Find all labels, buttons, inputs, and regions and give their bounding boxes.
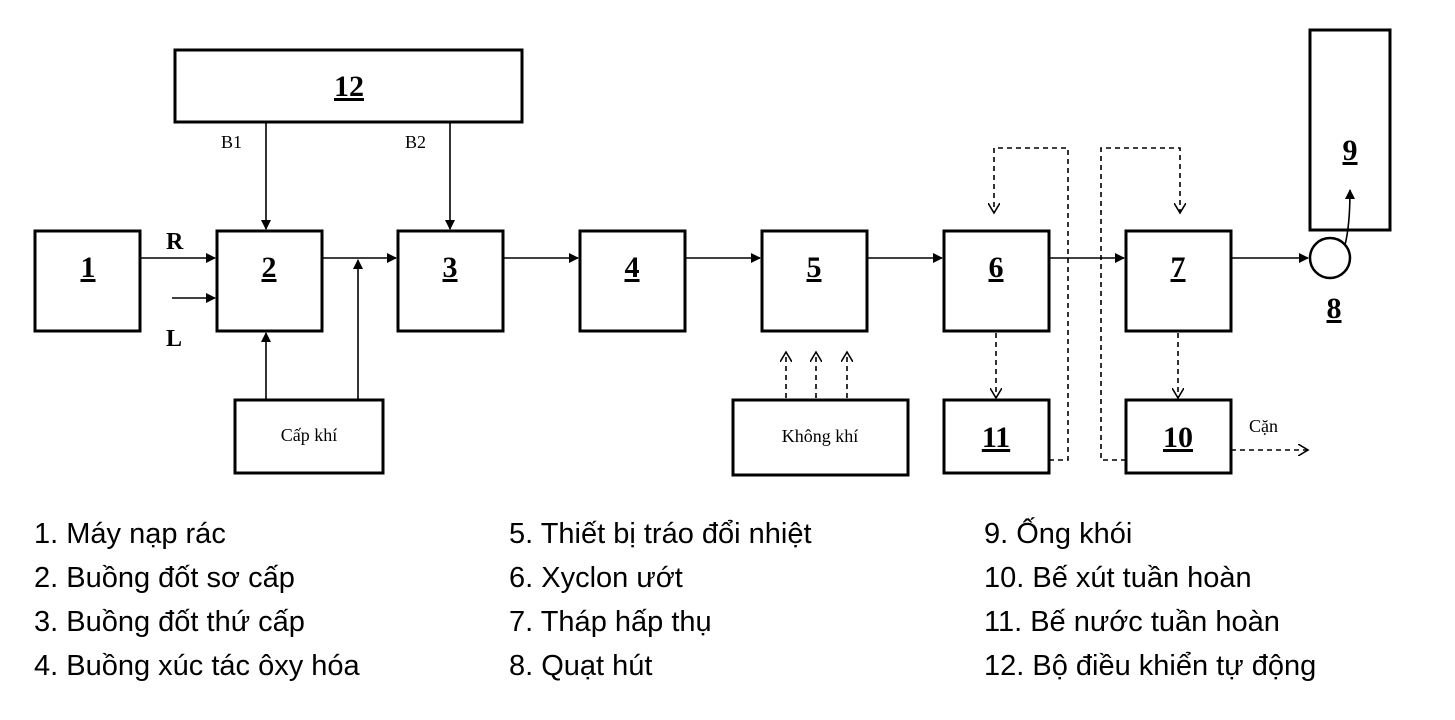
box-absorber bbox=[1124, 229, 1233, 333]
waste-feed-label: R bbox=[166, 229, 184, 255]
l-input-label: L bbox=[166, 326, 182, 352]
legend-column-3: 9. Ống khói 10. Bế xút tuần hoàn 11. Bế … bbox=[984, 512, 1316, 688]
box-waste-feeder-label: 1 bbox=[81, 251, 96, 284]
box-ambient-air bbox=[731, 398, 910, 477]
legend-item: 4. Buồng xúc tác ôxy hóa bbox=[34, 650, 360, 682]
box-catalytic-chamber-label: 4 bbox=[625, 251, 640, 284]
box-chimney-label: 9 bbox=[1343, 134, 1358, 167]
box-caustic-tank bbox=[1124, 398, 1233, 475]
legend-item: 5. Thiết bị tráo đổi nhiệt bbox=[509, 518, 812, 550]
signal-b2-label: B2 bbox=[405, 132, 426, 152]
box-heat-exchanger-label: 5 bbox=[807, 251, 822, 284]
water-recycle-loop bbox=[994, 147, 1069, 461]
box-catalytic-chamber bbox=[578, 229, 687, 333]
fan-label: 8 bbox=[1327, 292, 1342, 325]
legend-item: 12. Bộ điều khiển tự động bbox=[984, 650, 1317, 682]
box-secondary-chamber bbox=[396, 229, 505, 333]
box-secondary-chamber-label: 3 bbox=[443, 251, 458, 284]
flow-arrow-8-9 bbox=[1344, 189, 1355, 246]
legend-item: 3. Buồng đốt thứ cấp bbox=[34, 606, 305, 638]
box-primary-chamber-label: 2 bbox=[262, 251, 277, 284]
fan-symbol bbox=[1308, 236, 1352, 280]
box-controller-label: 12 bbox=[334, 70, 364, 103]
box-absorber-label: 7 bbox=[1171, 251, 1186, 284]
box-caustic-tank-label: 10 bbox=[1163, 421, 1193, 454]
box-wet-cyclone bbox=[942, 229, 1051, 333]
air-supply-label: Cấp khí bbox=[281, 425, 338, 445]
box-air-supply bbox=[233, 398, 385, 475]
process-flow-diagram: 12 9 1 2 3 4 5 6 7 Cấp khí Không khí 11 … bbox=[33, 28, 1392, 477]
sludge-label: Cặn bbox=[1249, 416, 1278, 436]
legend-item: 2. Buồng đốt sơ cấp bbox=[34, 562, 295, 594]
legend-item: 9. Ống khói bbox=[984, 518, 1133, 550]
legend-column-1: 1. Máy nạp rác 2. Buồng đốt sơ cấp 3. Bu… bbox=[34, 512, 360, 688]
legend-item: 6. Xyclon ướt bbox=[509, 562, 683, 594]
caustic-recycle-loop bbox=[1100, 147, 1180, 461]
signal-b1-label: B1 bbox=[221, 132, 242, 152]
box-primary-chamber bbox=[215, 229, 324, 333]
legend-item: 7. Tháp hấp thụ bbox=[509, 606, 712, 638]
legend-item: 8. Quạt hút bbox=[509, 650, 653, 682]
ambient-air-label: Không khí bbox=[782, 426, 859, 446]
legend-item: 1. Máy nạp rác bbox=[34, 518, 226, 550]
box-water-tank-label: 11 bbox=[982, 421, 1010, 454]
box-waste-feeder bbox=[33, 229, 142, 333]
box-controller bbox=[173, 48, 524, 124]
box-water-tank bbox=[942, 398, 1051, 475]
legend-column-2: 5. Thiết bị tráo đổi nhiệt 6. Xyclon ướt… bbox=[509, 512, 812, 688]
box-wet-cyclone-label: 6 bbox=[989, 251, 1004, 284]
legend-item: 11. Bế nước tuần hoàn bbox=[984, 606, 1280, 638]
box-heat-exchanger bbox=[760, 229, 869, 333]
legend-item: 10. Bế xút tuần hoàn bbox=[984, 562, 1252, 594]
